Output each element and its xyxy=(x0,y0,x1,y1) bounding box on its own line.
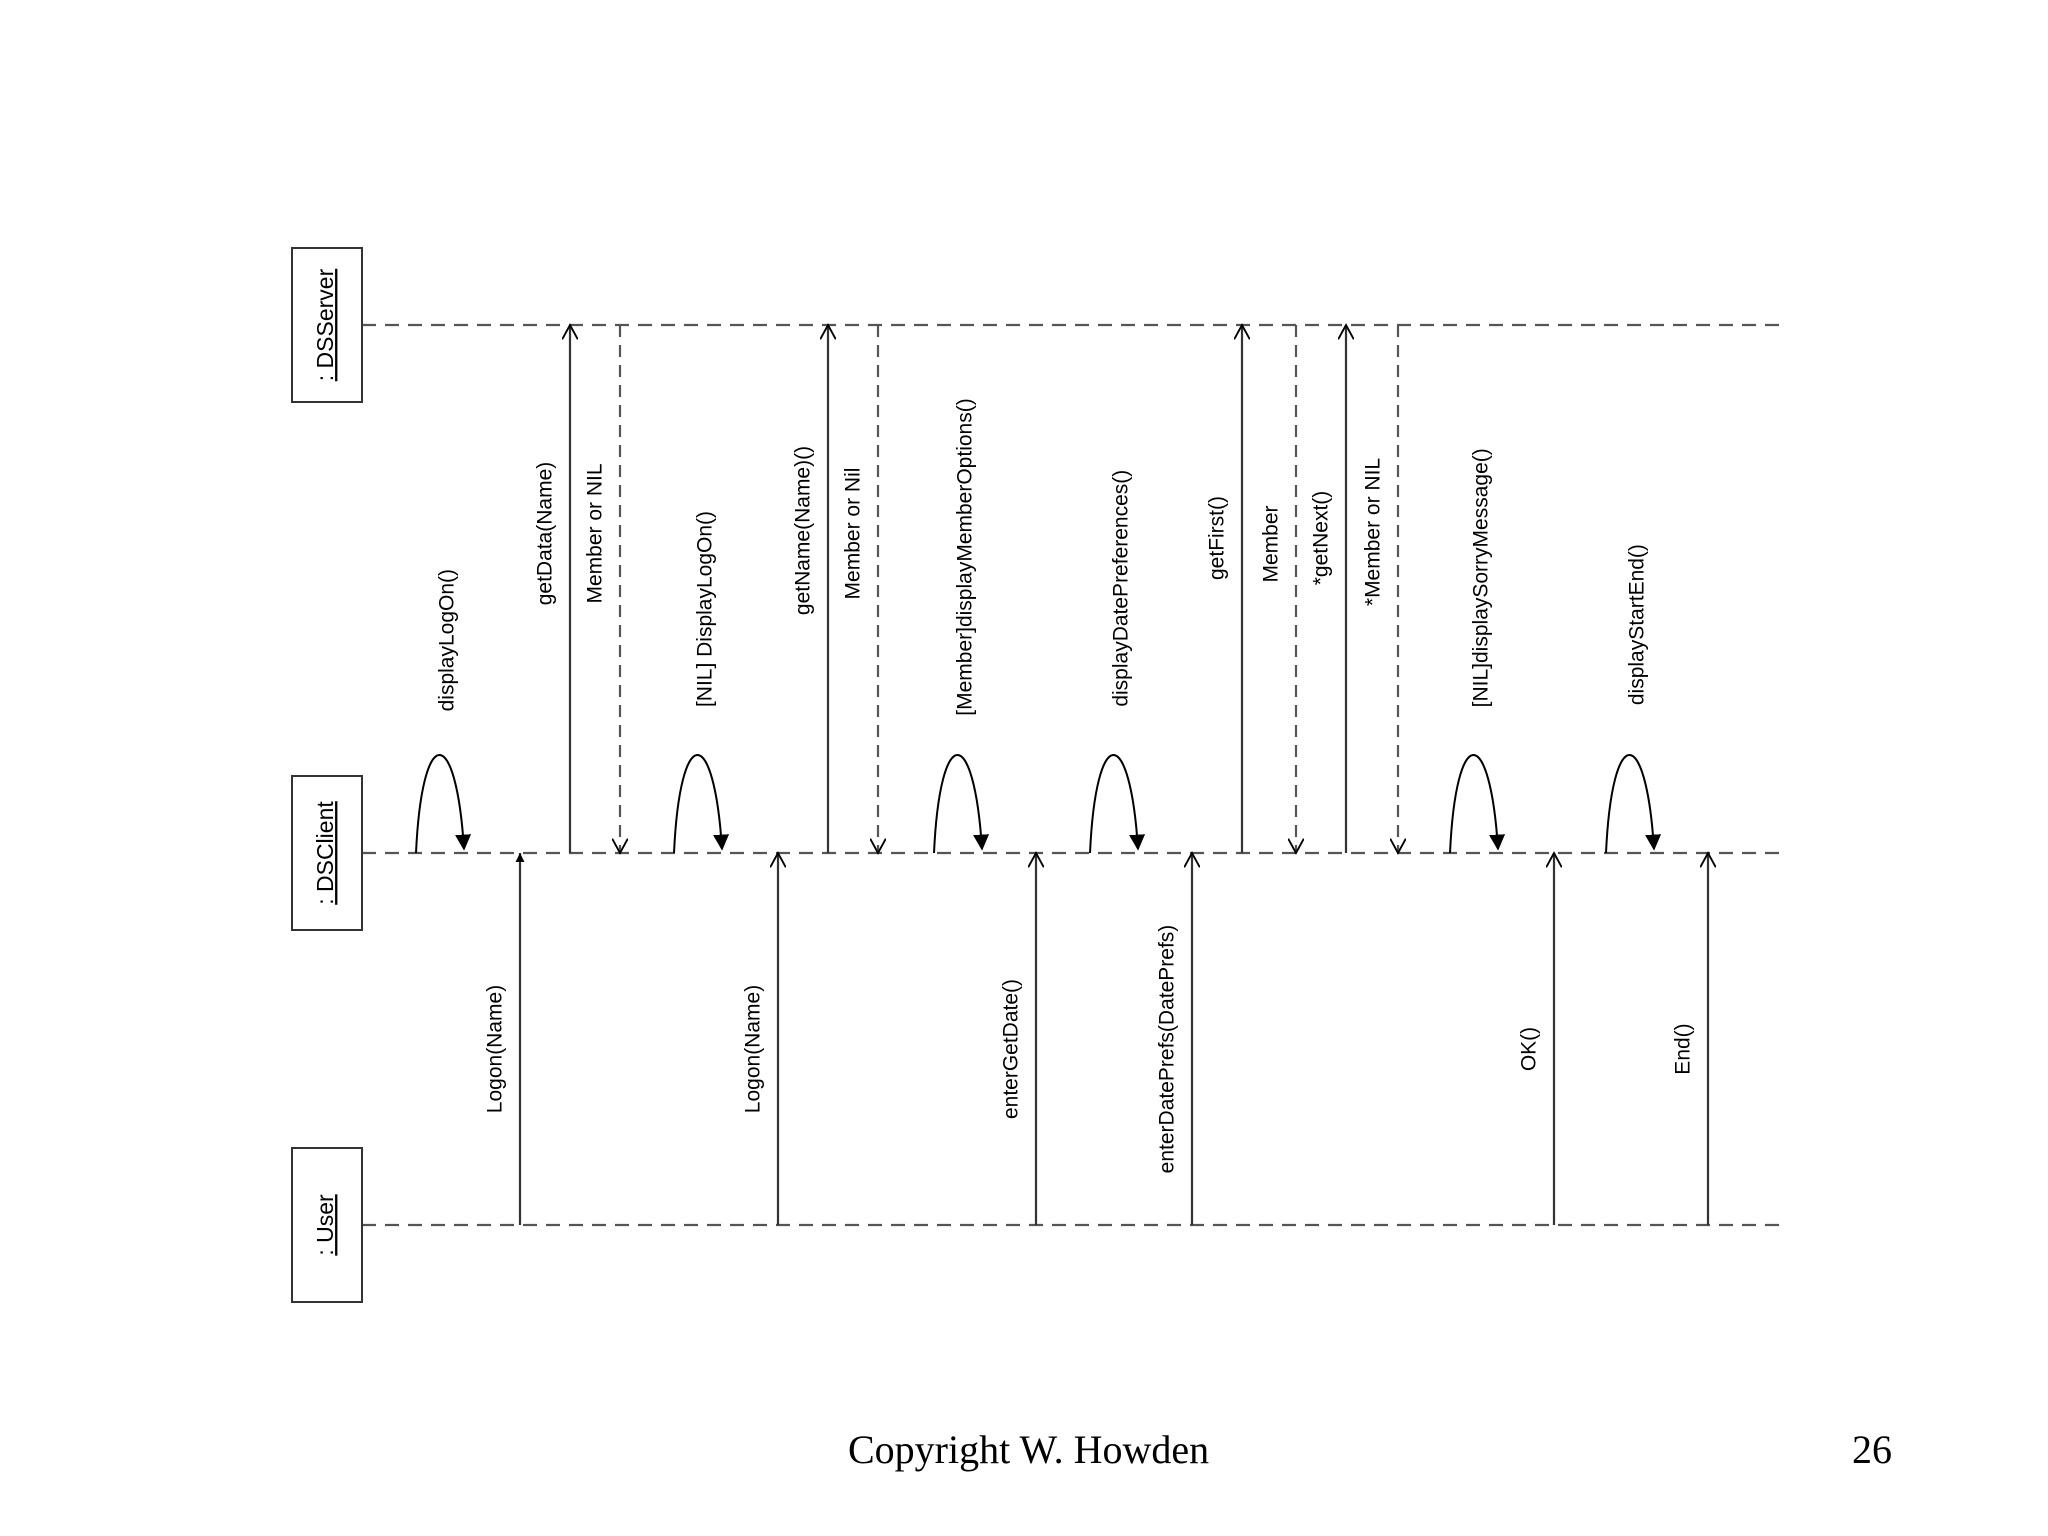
lifeline-client-box xyxy=(291,775,363,931)
message-11-self-arrow xyxy=(1089,754,1146,854)
message-12-label: enterDatePrefs(DatePrefs) xyxy=(1156,925,1179,1174)
message-1-label: displayLogOn() xyxy=(436,569,459,711)
message-20-label: End() xyxy=(1672,1023,1695,1074)
message-3-label: getData(Name) xyxy=(534,462,557,606)
message-19-label: displayStartEnd() xyxy=(1626,544,1649,705)
lifeline-client-label: : DSClient xyxy=(312,801,338,905)
message-14-label: Member xyxy=(1260,505,1283,582)
message-15-label: *getNext() xyxy=(1310,491,1333,586)
message-9-label: [Member]displayMemberOptions() xyxy=(954,398,977,715)
message-7-label: getName(Name)() xyxy=(792,446,815,615)
message-5-self-arrow xyxy=(673,754,730,854)
message-17-self-arrow xyxy=(1449,754,1506,854)
lifeline-server-label: : DSServer xyxy=(312,268,338,381)
message-16-label: *Member or NIL xyxy=(1362,458,1385,606)
message-4-label: Member or NIL xyxy=(584,463,607,603)
lifeline-server-box xyxy=(291,247,363,403)
lifeline-user-label: : User xyxy=(312,1194,338,1256)
message-11-label: displayDatePreferences() xyxy=(1110,470,1133,707)
copyright-text: Copyright W. Howden xyxy=(848,1427,1210,1472)
message-19-self-arrow xyxy=(1605,754,1662,854)
message-5-label: [NIL] DisplayLogOn() xyxy=(694,511,717,707)
page-number: 26 xyxy=(1852,1427,1892,1472)
message-10-label: enterGetDate() xyxy=(1000,979,1023,1119)
lifeline-user-box xyxy=(291,1147,363,1303)
message-9-self-arrow xyxy=(933,754,990,854)
message-2-label: Logon(Name) xyxy=(484,985,507,1113)
message-6-label: Logon(Name) xyxy=(742,985,765,1113)
message-17-label: [NIL]displaySorryMessage() xyxy=(1470,448,1493,707)
message-18-label: OK() xyxy=(1518,1027,1541,1071)
message-13-label: getFirst() xyxy=(1206,496,1229,580)
message-1-self-arrow xyxy=(415,754,472,854)
message-8-label: Member or Nil xyxy=(842,468,865,600)
